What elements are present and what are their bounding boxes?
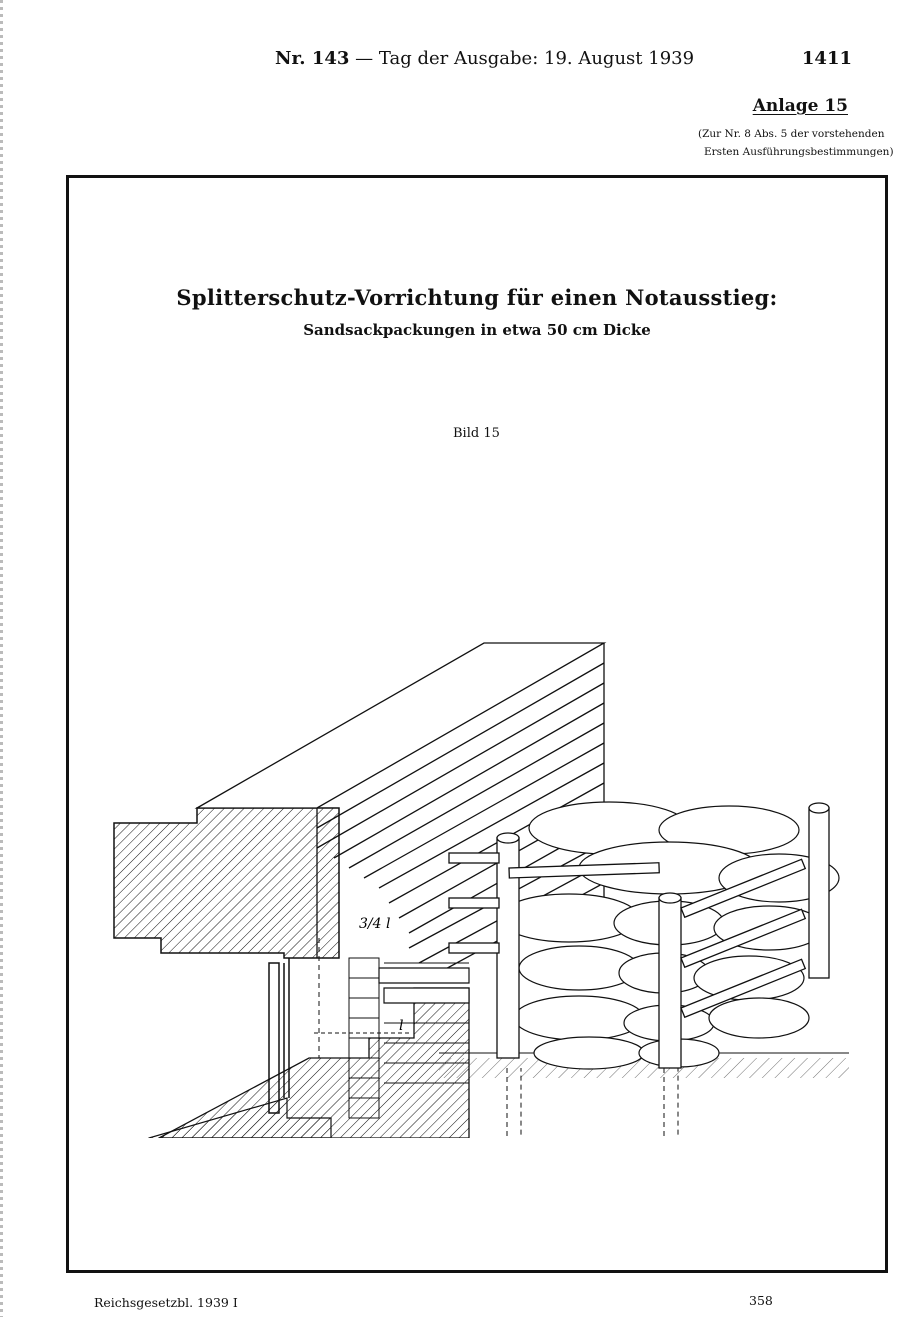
annex-label: Anlage 15 xyxy=(752,96,848,116)
width-dimension-label: l xyxy=(399,1018,403,1034)
figure-title: Splitterschutz-Vorrichtung für einen Not… xyxy=(176,285,778,310)
page-number: 1411 xyxy=(801,48,852,69)
light-well xyxy=(378,967,470,1004)
figure-label: Bild 15 xyxy=(453,426,500,441)
header-line: Nr. 143 — Tag der Ausgabe: 19. August 19… xyxy=(275,48,694,69)
issue-number: Nr. 143 xyxy=(275,48,350,69)
building-wall-section xyxy=(113,807,340,959)
footer-publication: Reichsgesetzbl. 1939 I xyxy=(94,1295,238,1310)
footer-sheet-number: 358 xyxy=(749,1293,773,1308)
page-header: Nr. 143 — Tag der Ausgabe: 19. August 19… xyxy=(0,48,918,76)
timber-frame xyxy=(448,802,830,1069)
annex-note-line-2: Ersten Ausführungsbestimmungen) xyxy=(704,146,894,158)
foundation-section xyxy=(148,987,470,1138)
dimension-marks: 3/4 l l xyxy=(314,916,409,1058)
annex-note: (Zur Nr. 8 Abs. 5 der vorstehenden Erste… xyxy=(698,125,908,161)
scan-edge xyxy=(0,0,3,1317)
height-dimension-label: 3/4 l xyxy=(359,916,390,932)
technical-drawing: 3/4 l l xyxy=(109,458,849,1138)
annex-note-line-1: (Zur Nr. 8 Abs. 5 der vorstehenden xyxy=(698,128,885,140)
figure-subtitle: Sandsackpackungen in etwa 50 cm Dicke xyxy=(303,321,651,339)
issue-date: Tag der Ausgabe: 19. August 1939 xyxy=(378,48,695,69)
header-dash: — xyxy=(355,48,374,69)
ground-stakes xyxy=(506,1068,679,1138)
figure-frame: Splitterschutz-Vorrichtung für einen Not… xyxy=(66,175,888,1273)
